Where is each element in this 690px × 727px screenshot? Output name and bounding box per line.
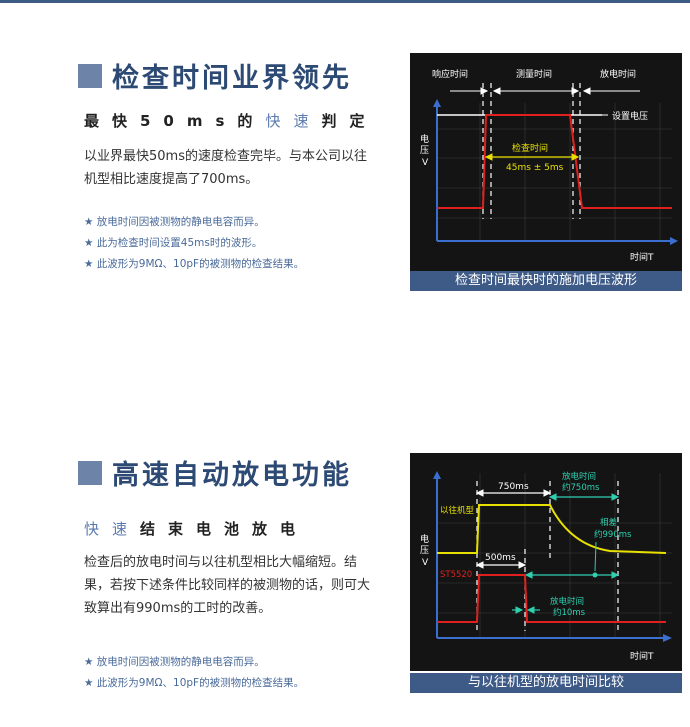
label-old-discharge-2: 约750ms — [562, 482, 600, 493]
section2-subtitle-post: 结束电池放电 — [140, 520, 309, 538]
grid — [437, 473, 672, 638]
label-diff-1: 相差 — [600, 517, 617, 528]
section2-body: 检查后的放电时间与以往机型相比大幅缩短。结果，若按下述条件比较同样的被测物的话，… — [84, 555, 371, 616]
y-label-char-2: 压 — [420, 145, 429, 156]
section1-subtitle-pre: 最快50ms的 — [84, 112, 266, 130]
check-time-arrow — [484, 153, 580, 161]
note-item: 此波形为9MΩ、10pF的被测物的检查结果。 — [84, 673, 304, 694]
waveform-chart-1: 响应时间 测量时间 放电时间 设置电压 检查时间 45ms ± 5ms 电 压 … — [420, 68, 678, 263]
label-response-time: 响应时间 — [432, 68, 468, 80]
arrow-500 — [475, 561, 527, 569]
y-label-char-1: 电 — [420, 533, 429, 545]
heading-square-icon — [78, 460, 102, 485]
label-check-time-value: 45ms ± 5ms — [506, 163, 564, 173]
note-item: 此为检查时间设置45ms时的波形。 — [84, 233, 304, 254]
label-new-discharge-2: 约10ms — [553, 607, 586, 618]
label-old-model: 以往机型 — [440, 505, 475, 516]
section1-caption: 检查时间最快时的施加电压波形 — [410, 271, 682, 291]
label-diff-2: 约990ms — [594, 529, 632, 540]
waveform-chart-2: 750ms 放电时间 约750ms 以往机型 相差 约990ms 500ms S… — [420, 471, 672, 662]
diff-leader — [594, 541, 597, 572]
waveform-panel-1: 响应时间 测量时间 放电时间 设置电压 检查时间 45ms ± 5ms 电 压 … — [410, 53, 682, 271]
y-label-char-2: 压 — [420, 545, 429, 556]
label-measure-time: 测量时间 — [516, 68, 552, 80]
section1-heading: 检查时间业界领先 — [78, 56, 352, 95]
section2-subtitle: 快速结束电池放电 — [84, 518, 308, 539]
section1-subtitle-highlight: 快速 — [265, 112, 322, 130]
section1-body: 以业界最快50ms的速度检查完毕。与本公司以往机型相比速度提高了700ms。 — [84, 149, 367, 187]
arrow-750 — [475, 489, 552, 497]
section2-notes: 放电时间因被测物的静电电容而异。 此波形为9MΩ、10pF的被测物的检查结果。 — [84, 652, 304, 694]
arrow-old-discharge — [548, 493, 620, 501]
dimension-arrows — [450, 87, 640, 95]
x-axis-arrow-icon — [670, 237, 678, 245]
heading-square-icon — [78, 63, 102, 88]
section2-heading: 高速自动放电功能 — [78, 453, 352, 492]
section1-subtitle: 最快50ms的快速判定 — [84, 110, 377, 131]
label-old-discharge-1: 放电时间 — [562, 471, 596, 482]
arrow-diff — [524, 571, 620, 579]
note-item: 此波形为9MΩ、10pF的被测物的检查结果。 — [84, 254, 304, 275]
y-label-char-3: V — [422, 158, 429, 168]
label-750ms: 750ms — [498, 482, 529, 492]
label-check-time: 检查时间 — [512, 142, 548, 154]
label-new-model: ST5520 — [440, 570, 472, 580]
section2-caption: 与以往机型的放电时间比较 — [410, 673, 682, 693]
label-set-voltage: 设置电压 — [612, 110, 648, 122]
voltage-trace — [437, 114, 672, 209]
y-label-char-3: V — [422, 558, 429, 568]
new-model-trace — [437, 574, 666, 623]
section2-title: 高速自动放电功能 — [112, 460, 352, 491]
top-rule — [0, 0, 690, 3]
y-label-char-1: 电 — [420, 133, 429, 145]
label-discharge-time: 放电时间 — [600, 68, 636, 80]
section1-subtitle-post: 判定 — [321, 112, 378, 130]
section2-subtitle-highlight: 快速 — [84, 520, 141, 538]
arrow-new-discharge — [512, 606, 540, 614]
label-500ms: 500ms — [485, 553, 516, 563]
x-axis-arrow-icon — [663, 634, 672, 642]
x-axis-label: 时间T — [630, 650, 654, 662]
label-new-discharge-1: 放电时间 — [550, 596, 584, 607]
y-axis-arrow-icon — [433, 99, 441, 107]
old-model-trace — [437, 504, 667, 554]
diff-dot — [592, 572, 598, 578]
y-axis-arrow-icon — [433, 471, 441, 479]
grid — [437, 103, 672, 241]
x-axis-label: 时间T — [630, 251, 654, 263]
note-item: 放电时间因被测物的静电电容而异。 — [84, 212, 304, 233]
section1-notes: 放电时间因被测物的静电电容而异。 此为检查时间设置45ms时的波形。 此波形为9… — [84, 212, 304, 275]
section1-title: 检查时间业界领先 — [112, 63, 352, 94]
note-item: 放电时间因被测物的静电电容而异。 — [84, 652, 304, 673]
waveform-panel-2: 750ms 放电时间 约750ms 以往机型 相差 约990ms 500ms S… — [410, 453, 682, 671]
dashed-markers — [482, 83, 581, 219]
